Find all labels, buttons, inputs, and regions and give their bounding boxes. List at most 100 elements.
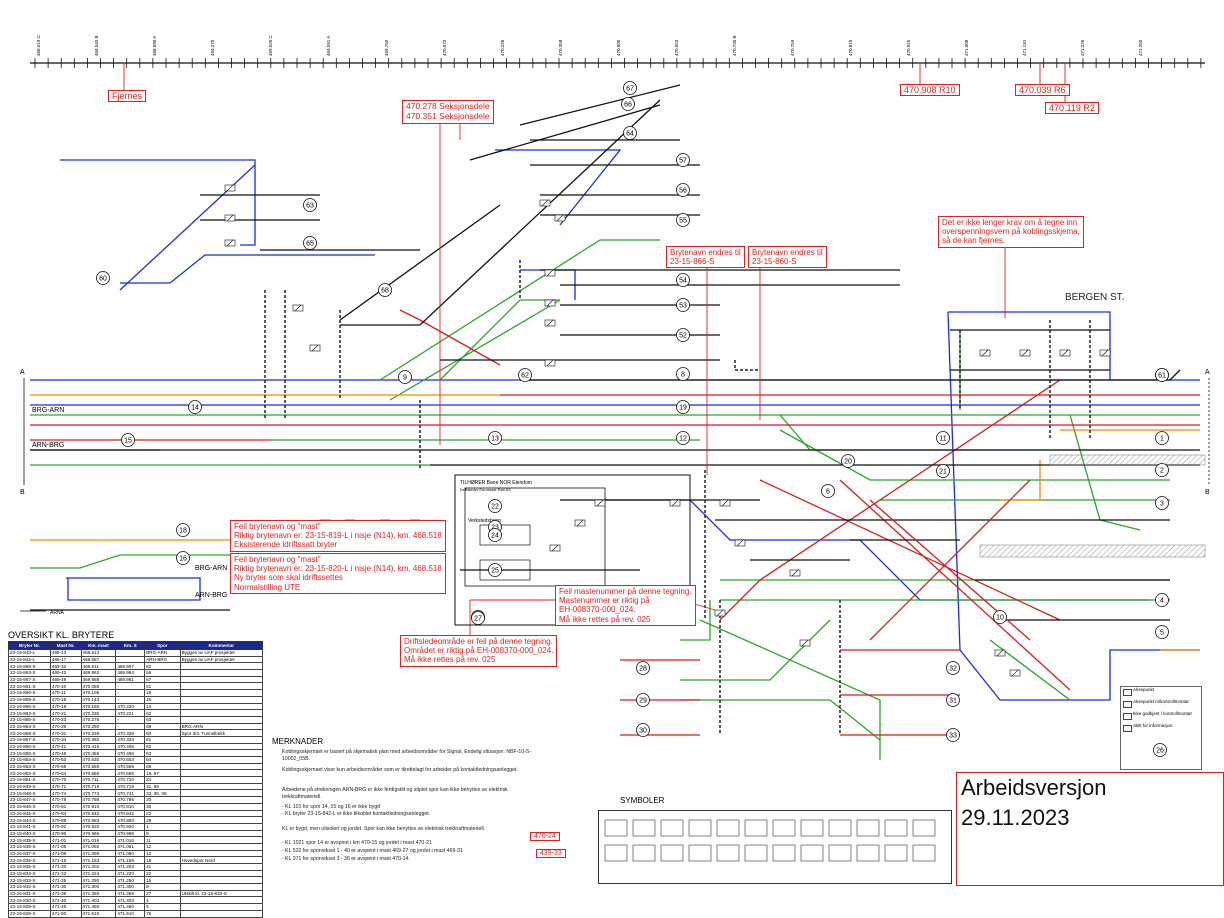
table-cell: BRG-ARN [179, 722, 264, 731]
track-circle [936, 464, 950, 478]
track-circle-label: 33 [949, 733, 957, 740]
krav-note: Det er ikke lenger krav om å tegne inn o… [938, 216, 1084, 248]
table-cell: 470.086 [80, 682, 117, 691]
table-cell: 14 [144, 702, 181, 711]
table-cell: BRG-ARN [144, 649, 181, 657]
table-cell: 471.450 [80, 903, 117, 911]
track-blue-1 [60, 159, 256, 246]
table-cell: 471-09 [49, 849, 82, 858]
feil-brytenavn-note-1: Feil brytenavn og "mast" Riktig brytenav… [230, 520, 446, 552]
table-cell: 471-40 [49, 896, 82, 905]
table-cell: 23-15-847-S [8, 796, 51, 804]
ruler-label: 468.590 A [152, 36, 157, 56]
table-cell: 470.741 [115, 789, 146, 798]
table-cell: - [115, 722, 146, 731]
track-green-15 [680, 699, 881, 741]
table-cell [179, 822, 264, 831]
table-cell: 470.773 [80, 789, 117, 798]
symbol-cell [800, 844, 824, 862]
symbol-cell [856, 819, 880, 837]
table-cell: 471.403 [80, 896, 117, 905]
switch-blade [801, 639, 809, 647]
table-cell: 23-15-853-S [8, 762, 51, 771]
track-blue-10 [947, 311, 1200, 701]
symbol-cell [604, 844, 628, 862]
switch-blade [596, 499, 604, 507]
switch-blade [576, 519, 584, 527]
table-cell: 471.153 [80, 856, 117, 864]
ruler-label: 470.730 B [732, 35, 737, 56]
track-circle-label: 60 [99, 276, 107, 283]
ruler-label: 471.250 [1138, 39, 1143, 56]
table-cell: 20 [144, 796, 181, 804]
table-cell: - [115, 649, 146, 657]
symboler-title: SYMBOLER [620, 796, 665, 805]
track-green-18 [680, 600, 711, 641]
table-cell: 23-15-855-S [8, 749, 51, 757]
track-circle [471, 611, 485, 625]
table-cell: 471.202 [80, 863, 117, 871]
track-circle-label: 29 [639, 698, 647, 705]
track-circle-label: 62 [521, 373, 529, 380]
r6-note: 470.039 R6 [1015, 84, 1070, 96]
table-cell [179, 829, 264, 838]
switch-blade [1021, 349, 1029, 357]
table-cell: 468-13 [49, 649, 82, 657]
table-cell: 23-15-840-S [8, 829, 51, 838]
table-cell: 470-92 [49, 822, 82, 831]
track-circle-label: 26 [1156, 748, 1164, 755]
table-cell: 23-15-867-S [8, 675, 51, 684]
symbol-cell [828, 844, 852, 862]
table-cell: 21 [144, 863, 181, 871]
table-cell: 471.510 [115, 909, 146, 918]
track-circle [676, 328, 690, 342]
table-cell: 23-15-865-S [8, 702, 51, 711]
km-439-33-note: 439-33 [536, 849, 566, 858]
symbol-cell [800, 819, 824, 837]
table-cell: 470-71 [49, 782, 82, 791]
table-cell: 470-10 [49, 682, 82, 691]
track-circle-label: 11 [939, 436, 946, 443]
legend-item-0: Aksepunkt [1121, 687, 1201, 699]
switch-blade [1011, 669, 1019, 677]
track-circle-label: 5 [1160, 630, 1164, 637]
track-circle-label: 25 [491, 568, 499, 575]
ruler-label: 470.759 [790, 39, 795, 56]
track-circle [636, 723, 650, 737]
table-cell: 23-15-835-S [8, 863, 51, 871]
track-circle [676, 183, 690, 197]
table-cell: 470.786 [115, 796, 146, 804]
symbol-cell [604, 819, 628, 837]
track-circle-label: 22 [491, 504, 499, 511]
table-cell: 64 [144, 756, 181, 764]
track-circle [636, 693, 650, 707]
merknad-3a: - KL 101 for spor 14, 15 og 16 er ikke b… [282, 804, 381, 810]
table-cell: 469-32 [49, 662, 82, 671]
symbol-cell [716, 819, 740, 837]
track-circle-label: 15 [124, 438, 132, 445]
table-cell: 470.360 [80, 735, 117, 744]
track-green-5 [389, 299, 561, 401]
track-circle [378, 283, 392, 297]
symbol-cell [744, 844, 768, 862]
section-markers [23, 378, 1210, 485]
table-cell [179, 715, 264, 724]
km-ruler [30, 58, 1205, 68]
merknad-4c: - KL 371 for sporveksel 3 - 36 er avspen… [282, 856, 410, 862]
table-cell: 51 [144, 682, 181, 691]
track-circle-label: 1 [1160, 436, 1164, 443]
table-cell: 5 [144, 903, 181, 911]
table-cell: 23-15-830-S [8, 896, 51, 905]
table-cell: 23-15-829-S [8, 903, 51, 911]
table-cell: 23-15-846-S [8, 802, 51, 811]
table-cell: Hovedspor Nord [179, 856, 264, 864]
table-cell [179, 802, 264, 811]
table-cell: 470-70 [49, 776, 82, 784]
